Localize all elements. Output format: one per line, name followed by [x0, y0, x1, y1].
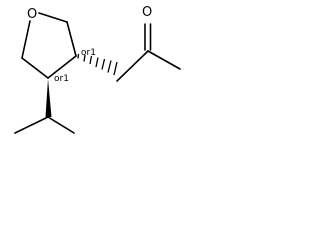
- bond-c3-c4: [47, 55, 77, 79]
- hashed-wedge-bond-c3-chain: [77, 53, 118, 76]
- solid-wedge-bond-c4-isopropyl: [45, 79, 52, 117]
- bond-chain-carbonyl: [116, 50, 149, 82]
- chemical-structure: O O or1 or1: [14, 5, 181, 134]
- stereo-label-c4: or1: [54, 74, 69, 84]
- stereo-label-c3: or1: [81, 48, 96, 58]
- carbonyl-oxygen-label: O: [142, 5, 152, 20]
- ring-oxygen-label: O: [27, 7, 37, 22]
- bond-ch2-right-c3: [66, 21, 77, 57]
- bond-c4-ch2-left: [21, 57, 49, 79]
- bond-o-ch2-right: [38, 12, 68, 23]
- bond-ch2-left-o: [21, 20, 31, 59]
- bond-carbonyl-methyl: [147, 50, 181, 70]
- bond-isopropyl-methyl-left: [14, 116, 49, 134]
- bond-isopropyl-methyl-right: [47, 116, 75, 134]
